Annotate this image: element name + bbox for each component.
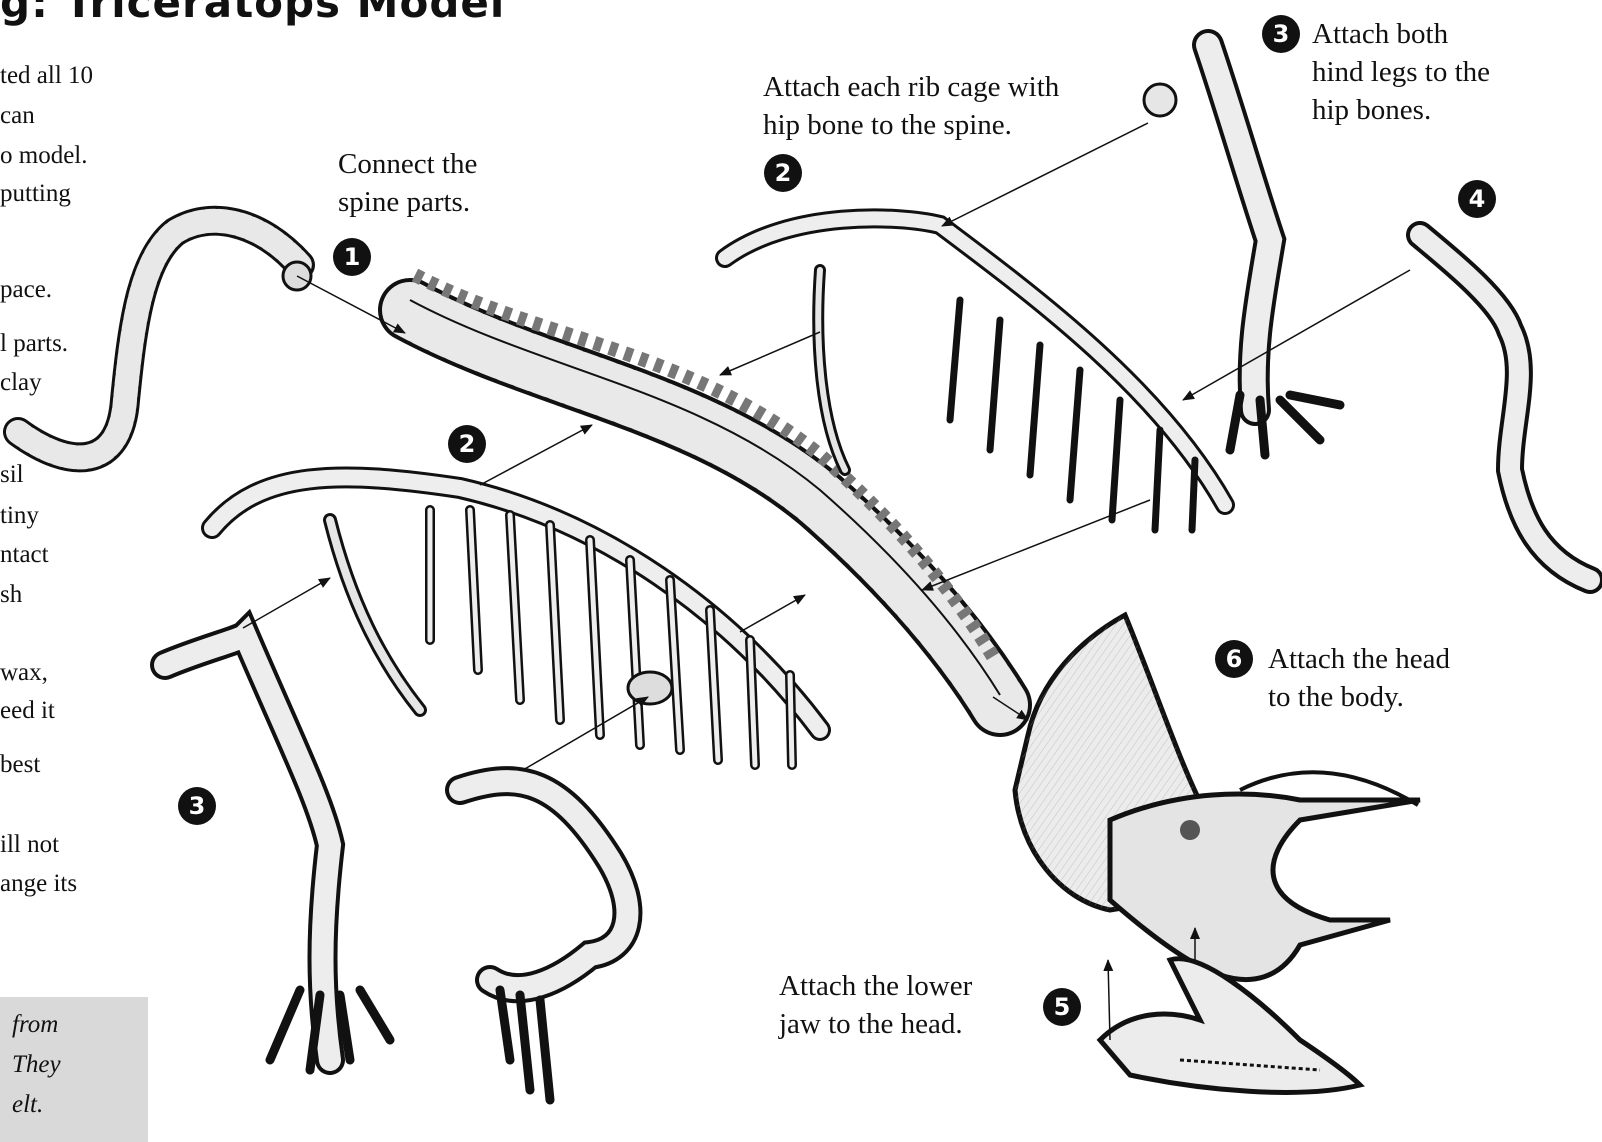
step3-line-2: hind legs to the bbox=[1312, 53, 1490, 91]
step3-line-3: hip bones. bbox=[1312, 91, 1490, 129]
step3-line-1: Attach both bbox=[1312, 15, 1490, 53]
step2-line-1: Attach each rib cage with bbox=[763, 68, 1059, 106]
step5-line-2: jaw to the head. bbox=[779, 1005, 972, 1043]
step1-text: Connect the spine parts. bbox=[338, 145, 477, 221]
far-hind-leg-bones bbox=[1420, 235, 1590, 580]
front-rib-cage bbox=[212, 477, 820, 765]
step1-marker: 1 bbox=[333, 238, 371, 276]
step3-text: Attach both hind legs to the hip bones. bbox=[1312, 15, 1490, 129]
step2-text: Attach each rib cage with hip bone to th… bbox=[763, 68, 1059, 144]
step6-line-1: Attach the head bbox=[1268, 640, 1450, 678]
step6-line-2: to the body. bbox=[1268, 678, 1450, 716]
step5-text: Attach the lower jaw to the head. bbox=[779, 967, 972, 1043]
step2-marker-body: 2 bbox=[448, 425, 486, 463]
step2-marker: 2 bbox=[764, 154, 802, 192]
step5-line-1: Attach the lower bbox=[779, 967, 972, 1005]
step4-marker: 4 bbox=[1458, 180, 1496, 218]
middle-leg-bones bbox=[460, 781, 627, 1100]
hind-leg-bones bbox=[1144, 45, 1340, 455]
step3-marker: 3 bbox=[1262, 15, 1300, 53]
step6-marker: 6 bbox=[1215, 640, 1253, 678]
tail-bones bbox=[18, 221, 311, 458]
step1-line-2: spine parts. bbox=[338, 183, 477, 221]
lower-jaw-bones bbox=[1100, 959, 1360, 1093]
step5-marker: 5 bbox=[1043, 988, 1081, 1026]
step2-line-2: hip bone to the spine. bbox=[763, 106, 1059, 144]
front-leg-bones bbox=[165, 635, 390, 1070]
step1-line-1: Connect the bbox=[338, 145, 477, 183]
step6-text: Attach the head to the body. bbox=[1268, 640, 1450, 716]
step3-marker-front: 3 bbox=[178, 787, 216, 825]
